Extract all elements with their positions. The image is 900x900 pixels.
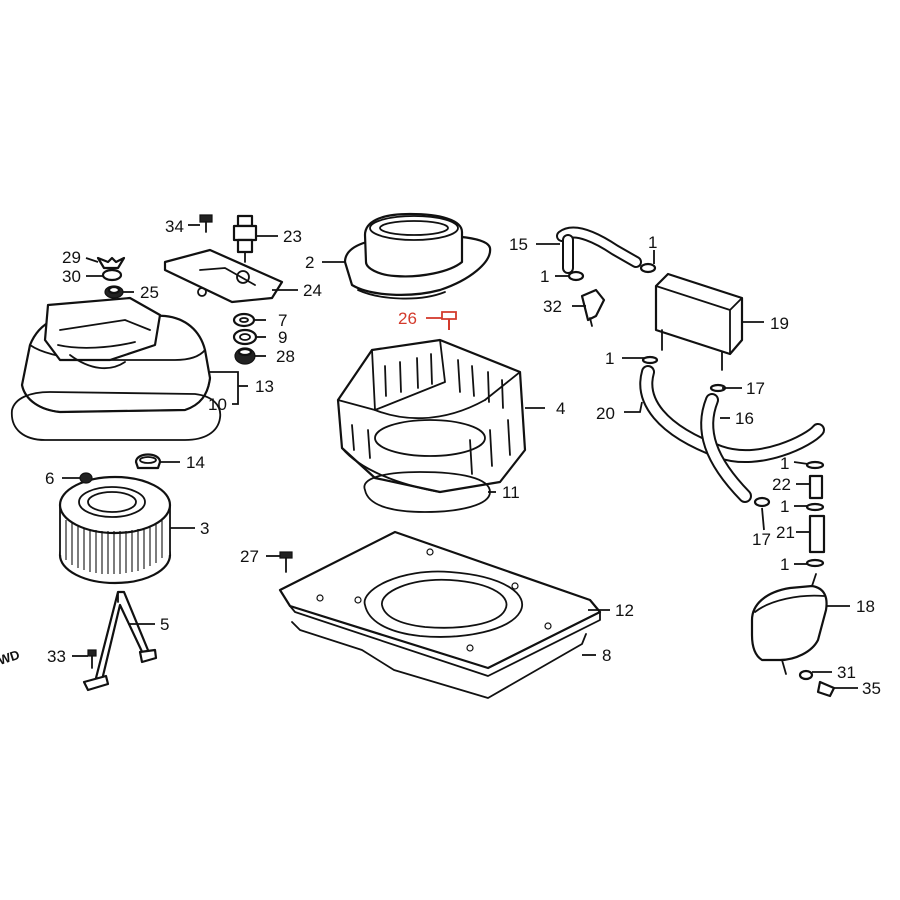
tank-hardware — [798, 669, 836, 698]
callout-4: 4 — [556, 399, 565, 418]
callout-17b: 17 — [752, 530, 771, 549]
callout-2: 2 — [305, 253, 314, 272]
callout-31: 31 — [837, 663, 856, 682]
washer-stack — [232, 312, 258, 365]
callout-1b: 1 — [648, 233, 657, 252]
hose-clamps — [567, 262, 825, 568]
callout-13: 13 — [255, 377, 274, 396]
callout-15: 15 — [509, 235, 528, 254]
callout-labels: 34 23 29 30 25 24 7 9 28 13 10 2 26 4 11… — [45, 217, 881, 698]
callout-7: 7 — [278, 311, 287, 330]
callout-5: 5 — [160, 615, 169, 634]
small-hardware-left — [79, 256, 162, 669]
callout-29: 29 — [62, 248, 81, 267]
air-filter-element — [58, 475, 172, 585]
base-gasket — [291, 621, 587, 699]
callout-25: 25 — [140, 283, 159, 302]
callout-6: 6 — [45, 469, 54, 488]
callout-28: 28 — [276, 347, 295, 366]
callout-leaders — [62, 224, 858, 689]
plate-bolt — [279, 551, 293, 573]
callout-11: 11 — [502, 483, 520, 502]
callout-34: 34 — [165, 217, 184, 236]
callout-23: 23 — [283, 227, 302, 246]
air-cleaner-cover — [20, 296, 212, 414]
joint-bracket — [163, 248, 284, 304]
drain-tank — [750, 573, 828, 675]
stud-bolt — [199, 214, 213, 233]
callout-30: 30 — [62, 267, 81, 286]
callout-24: 24 — [303, 281, 322, 300]
callout-32: 32 — [543, 297, 562, 316]
callout-26: 26 — [398, 309, 417, 328]
callout-1d: 1 — [780, 454, 789, 473]
callout-8: 8 — [602, 646, 611, 665]
callout-16: 16 — [735, 409, 754, 428]
callout-1c: 1 — [605, 349, 614, 368]
callout-17a: 17 — [746, 379, 765, 398]
breather-joint — [580, 288, 606, 327]
intake-sensor — [232, 214, 258, 263]
highlighted-screw — [441, 311, 457, 330]
callout-12: 12 — [615, 601, 634, 620]
callout-3: 3 — [200, 519, 209, 538]
callout-19: 19 — [770, 314, 789, 333]
callout-22: 22 — [772, 475, 791, 494]
forward-mark: WD — [0, 647, 22, 668]
callout-1e: 1 — [780, 497, 789, 516]
stay-bracket — [82, 590, 158, 692]
callout-27: 27 — [240, 547, 259, 566]
callout-21: 21 — [776, 523, 795, 542]
air-funnel — [343, 212, 492, 300]
cover-gasket — [11, 391, 222, 441]
callout-35: 35 — [862, 679, 881, 698]
callout-1a: 1 — [540, 267, 549, 286]
callout-14: 14 — [186, 453, 205, 472]
callout-33: 33 — [47, 647, 66, 666]
breather-separator — [654, 272, 744, 371]
drain-joint — [808, 474, 826, 554]
callout-10: 10 — [208, 395, 227, 414]
base-plate — [278, 530, 602, 677]
callout-1f: 1 — [780, 555, 789, 574]
callout-18: 18 — [856, 597, 875, 616]
callout-20: 20 — [596, 404, 615, 423]
callout-9: 9 — [278, 328, 287, 347]
air-cleaner-case — [336, 338, 527, 494]
